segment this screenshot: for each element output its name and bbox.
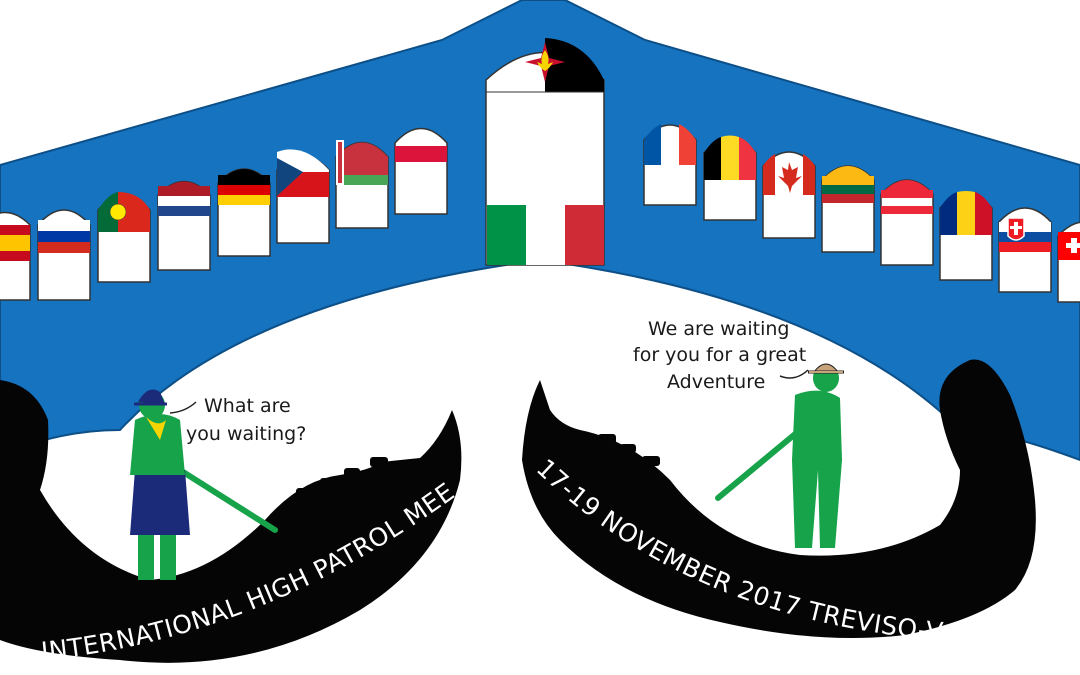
- left-gondolier: [130, 389, 278, 580]
- right-speech-line-3: Adventure: [667, 371, 765, 393]
- left-gondola-bow: [296, 457, 388, 500]
- center-flag-tower: [485, 38, 605, 266]
- romania-flag: [939, 191, 993, 281]
- left-flag-arches: [0, 127, 448, 301]
- lithuania-flag: [821, 165, 875, 253]
- hat: [138, 389, 165, 404]
- scout-emblem-flag: [486, 38, 604, 93]
- right-speech-line-1: We are waiting: [648, 318, 789, 340]
- switzerland-flag: [1057, 221, 1080, 303]
- portugal-flag: [97, 192, 151, 283]
- spain-flag: [0, 211, 31, 301]
- left-speech-line-1: What are: [204, 395, 291, 417]
- right-gondola: [522, 359, 1036, 639]
- belarus-flag: [335, 140, 389, 229]
- austria-flag: [880, 179, 934, 266]
- right-flag-arches: [643, 124, 1080, 303]
- russia-flag: [37, 209, 91, 301]
- netherlands-flag: [157, 180, 211, 271]
- scarf: [146, 417, 166, 440]
- right-gondola-bow: [598, 434, 1016, 578]
- left-speech-line-2: you waiting?: [186, 423, 306, 445]
- left-gondola: [0, 380, 462, 663]
- germany-flag: [217, 168, 271, 257]
- slovakia-flag: [998, 207, 1052, 293]
- canada-flag: [762, 151, 816, 239]
- france-flag: [643, 124, 697, 206]
- czech-flag: [276, 149, 330, 244]
- left-speech-pointer: [169, 401, 197, 414]
- right-speech-line-2: for you for a great: [633, 344, 806, 366]
- right-speech-pointer: [779, 369, 809, 379]
- italy-flag: [487, 205, 604, 265]
- belgium-flag: [703, 135, 757, 221]
- right-gondolier: [715, 363, 844, 548]
- poland-flag: [394, 127, 448, 215]
